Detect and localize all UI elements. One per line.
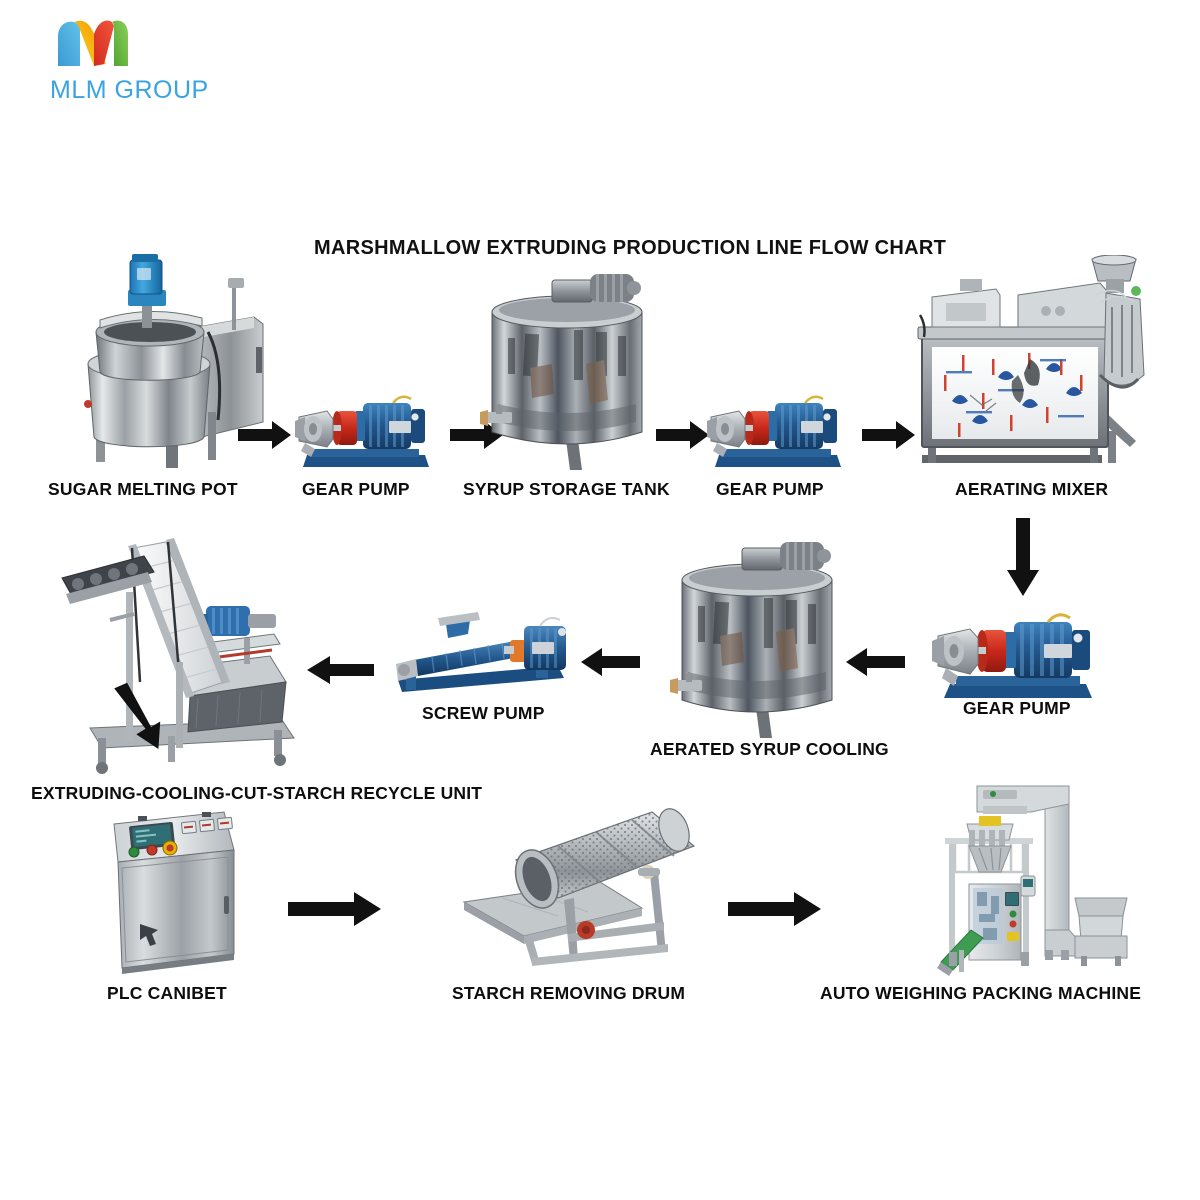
brand-wordmark: MLM GROUP	[50, 76, 209, 104]
caption-screw-pump: SCREW PUMP	[422, 703, 545, 723]
caption-starch-removing-drum: STARCH REMOVING DRUM	[452, 983, 686, 1003]
caption-sugar-melting-pot: SUGAR MELTING POT	[48, 479, 238, 499]
machine-syrup-storage-tank	[478, 272, 656, 472]
caption-auto-weighing-packing: AUTO WEIGHING PACKING MACHINE	[820, 983, 1142, 1003]
page-title: MARSHMALLOW EXTRUDING PRODUCTION LINE FL…	[314, 237, 947, 259]
caption-plc-cabinet: PLC CANIBET	[107, 983, 227, 1003]
arrow-mixer-to-pump3	[1005, 518, 1041, 598]
arrow-pump3-to-cooling	[845, 645, 905, 679]
machine-starch-removing-drum	[462, 802, 720, 972]
arrow-tank-to-pump2	[656, 418, 710, 452]
arrow-cooling-to-screw	[580, 645, 640, 679]
arrow-plc-to-drum	[288, 890, 382, 928]
caption-gear-pump-3: GEAR PUMP	[963, 698, 1071, 718]
arrow-pump1-to-tank	[450, 418, 504, 452]
arrow-pump2-to-mixer	[862, 418, 916, 452]
arrow-pot-to-pump1	[238, 418, 292, 452]
machine-plc-cabinet	[100, 804, 248, 976]
caption-gear-pump-2: GEAR PUMP	[716, 479, 824, 499]
company-logo: MLM GROUP	[48, 14, 278, 104]
mlm-m-logo-icon	[54, 14, 142, 70]
machine-sugar-melting-pot	[58, 252, 273, 470]
caption-gear-pump-1: GEAR PUMP	[302, 479, 410, 499]
caption-syrup-storage-tank: SYRUP STORAGE TANK	[463, 479, 670, 499]
machine-gear-pump-3	[932, 606, 1098, 704]
arrow-screw-to-extruder	[306, 653, 374, 687]
machine-screw-pump	[392, 604, 570, 702]
machine-gear-pump-1	[293, 387, 433, 473]
arrow-drum-to-packing	[728, 890, 822, 928]
machine-extruding-unit	[48, 532, 328, 777]
machine-aerating-mixer	[900, 255, 1150, 477]
caption-extruding-unit: EXTRUDING-COOLING-CUT-STARCH RECYCLE UNI…	[31, 783, 483, 803]
caption-aerating-mixer: AERATING MIXER	[955, 479, 1109, 499]
machine-auto-weighing-packing	[935, 780, 1135, 976]
machine-gear-pump-2	[705, 387, 845, 473]
caption-aerated-syrup-cooling: AERATED SYRUP COOLING	[650, 739, 889, 759]
machine-aerated-syrup-cooling	[668, 540, 846, 740]
